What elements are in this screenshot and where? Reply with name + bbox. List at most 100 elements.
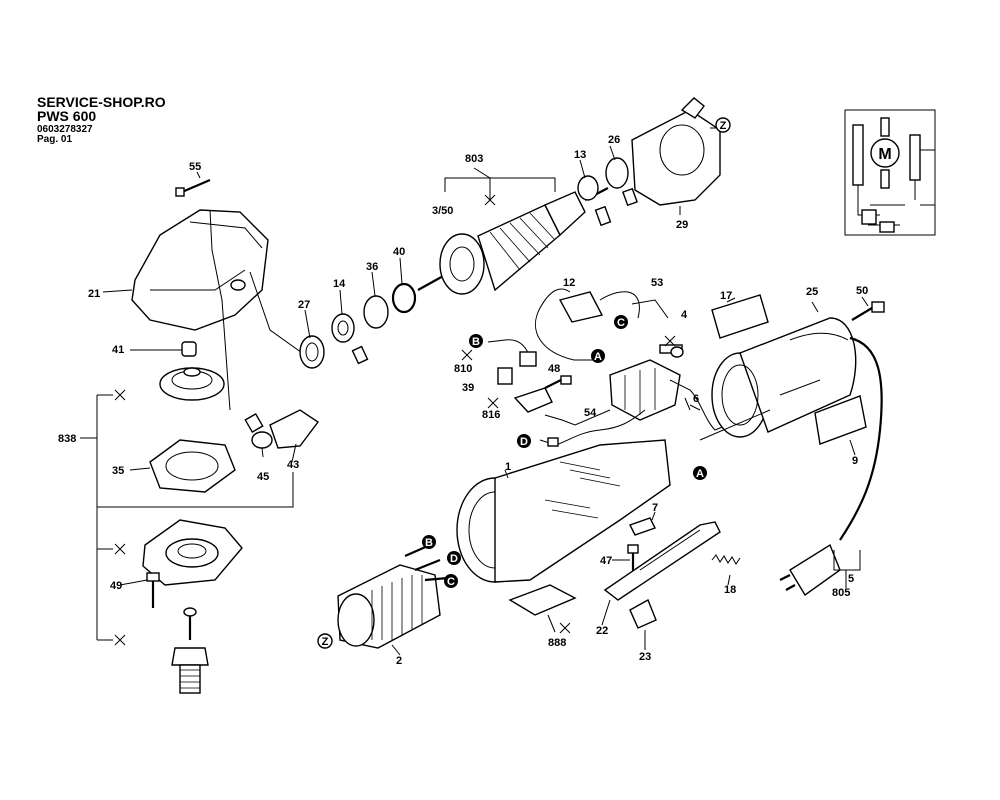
part-number: 0603278327: [37, 124, 93, 135]
label-21: 21: [88, 288, 100, 300]
bearing-14: [331, 313, 355, 343]
spindle: [171, 607, 209, 694]
gasket-35: [149, 439, 236, 493]
label-12: 12: [563, 277, 575, 289]
label-816: 816: [482, 409, 500, 421]
switch-assembly-4: [609, 344, 683, 421]
label-2: 2: [396, 655, 402, 667]
connector-d: [547, 437, 559, 447]
motor-housing-25: [711, 317, 857, 438]
label-27: 27: [298, 299, 310, 311]
label-18: 18: [724, 584, 736, 596]
screw-50: [851, 301, 885, 321]
svg-text:B: B: [425, 537, 433, 549]
label-39: 39: [462, 382, 474, 394]
label-803: 803: [465, 153, 483, 165]
svg-text:Z: Z: [322, 636, 329, 648]
label-888: 888: [548, 637, 566, 649]
shop-title: SERVICE-SHOP.RO: [37, 94, 166, 110]
label-810: 810: [454, 363, 472, 375]
screw-49: [146, 572, 160, 608]
cover-plate-888: [508, 584, 577, 616]
label-5: 5: [848, 573, 854, 585]
svg-text:B: B: [472, 336, 480, 348]
ring-36: [363, 295, 389, 329]
bearing-13: [577, 175, 599, 201]
label-1: 1: [505, 461, 511, 473]
marker-b-bottom: B: [422, 535, 436, 549]
page-number: Pag. 01: [37, 134, 73, 145]
label-4: 4: [681, 309, 688, 321]
screw-48: [544, 375, 572, 389]
cover-29: [631, 97, 721, 206]
svg-text:Z: Z: [720, 120, 727, 132]
marker-d-bottom: D: [447, 551, 461, 565]
power-cable-805: [839, 336, 883, 541]
marker-z-top: Z: [715, 117, 731, 133]
marker-d-top: D: [517, 434, 531, 448]
svg-text:C: C: [617, 317, 625, 329]
label-9: 9: [852, 455, 858, 467]
brush-holder-small: [351, 345, 369, 365]
label-35: 35: [112, 465, 124, 477]
label-17: 17: [720, 290, 732, 302]
label-41: 41: [112, 344, 124, 356]
svg-text:A: A: [696, 468, 704, 480]
label-17: [711, 294, 769, 339]
svg-text:D: D: [520, 436, 528, 448]
label-26: 26: [608, 134, 620, 146]
marker-a-top: A: [591, 349, 605, 363]
plug-805: [779, 543, 841, 597]
label-45: 45: [257, 471, 269, 483]
bevel-gear: [159, 367, 225, 401]
label-49: 49: [110, 580, 122, 592]
label-40: 40: [393, 246, 405, 258]
marker-a-bottom: A: [693, 466, 707, 480]
pinion-43: [244, 409, 320, 449]
slider-button-23: [629, 599, 657, 629]
bearing-26: [605, 157, 638, 207]
crossed-marks: [114, 194, 676, 646]
spring-18: [711, 554, 741, 565]
label-47: 47: [600, 555, 612, 567]
label-13: 13: [574, 149, 586, 161]
label-23: 23: [639, 651, 651, 663]
armature-3-50: [417, 187, 609, 295]
label-55: 55: [189, 161, 201, 173]
marker-z-bottom: Z: [317, 633, 333, 649]
label-838: 838: [58, 433, 76, 445]
label-25: 25: [806, 286, 818, 298]
marker-c-top: C: [614, 315, 628, 329]
nut-41: [181, 341, 197, 357]
label-22: 22: [596, 625, 608, 637]
label-14: 14: [333, 278, 346, 290]
label-805: 805: [832, 587, 850, 599]
knob: [670, 346, 684, 358]
cable-clamp-816: [513, 387, 553, 413]
label-29: 29: [676, 219, 688, 231]
svg-text:C: C: [447, 576, 455, 588]
slide-7: [629, 517, 656, 536]
connector-12: [558, 291, 604, 323]
label-7: 7: [652, 502, 658, 514]
screw-55: [175, 178, 211, 197]
bearing-27: [299, 335, 325, 369]
label-6: 6: [693, 393, 699, 405]
label-9: [814, 395, 867, 445]
model-title: PWS 600: [37, 108, 97, 124]
bearing-flange: [142, 519, 243, 586]
switch-rod-22: [603, 521, 721, 601]
label-54: 54: [584, 407, 597, 419]
suppressor-810: [487, 339, 537, 385]
gear-housing-21: [131, 209, 269, 331]
field-coil-2: [337, 543, 449, 649]
svg-text:A: A: [594, 351, 602, 363]
circlip-40: [391, 282, 417, 314]
brush: [594, 205, 612, 227]
label-48: 48: [548, 363, 560, 375]
marker-c-bottom: C: [444, 574, 458, 588]
label-36: 36: [366, 261, 378, 273]
svg-text:D: D: [450, 553, 458, 565]
housing-1: [456, 439, 671, 583]
